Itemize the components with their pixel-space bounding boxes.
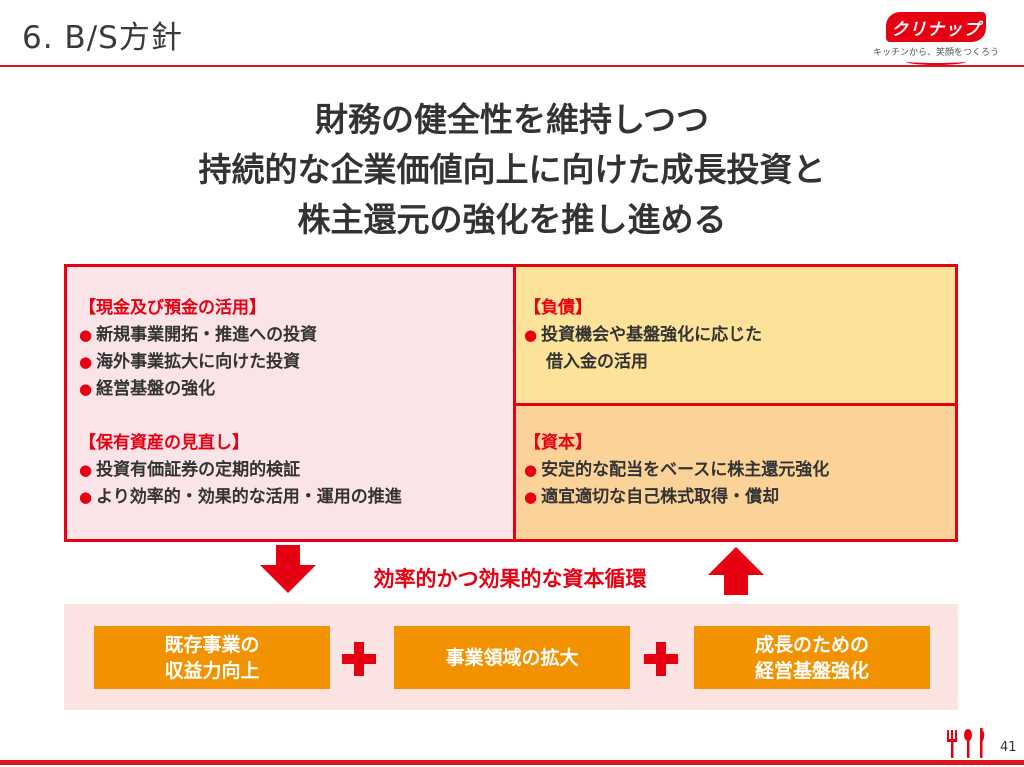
headline-line-2: 持続的な企業価値向上に向けた成長投資と bbox=[198, 150, 826, 189]
logo-badge: クリナップ bbox=[886, 12, 986, 42]
balance-sheet-grid: 【現金及び預金の活用】 ●新規事業開拓・推進への投資 ●海外事業拡大に向けた投資… bbox=[64, 264, 958, 542]
capital-panel: 【資本】 ●安定的な配当をベースに株主還元強化 ●適宜適切な自己株式取得・償却 bbox=[516, 406, 955, 539]
list-item: ●海外事業拡大に向けた投資 bbox=[79, 352, 301, 372]
capital-section: 【資本】 ●安定的な配当をベースに株主還元強化 ●適宜適切な自己株式取得・償却 bbox=[524, 430, 829, 511]
headline: 財務の健全性を維持しつつ 持続的な企業価値向上に向けた成長投資と 株主還元の強化… bbox=[0, 95, 1024, 245]
section-title: 【負債】 bbox=[524, 298, 592, 318]
arrow-down-icon bbox=[260, 545, 316, 593]
red-dot-icon: ● bbox=[524, 488, 538, 506]
capital-cycle-label: 効率的かつ効果的な資本循環 bbox=[373, 567, 647, 591]
red-dot-icon: ● bbox=[79, 488, 93, 506]
list-item: ●投資有価証券の定期的検証 bbox=[79, 460, 301, 480]
arrow-up-icon bbox=[708, 547, 764, 595]
pillar-management-foundation: 成長のための 経営基盤強化 bbox=[694, 626, 930, 689]
footer-divider bbox=[0, 760, 1024, 765]
section-title: 【保有資産の見直し】 bbox=[79, 433, 249, 453]
growth-pillars-band: 既存事業の 収益力向上 事業領域の拡大 成長のための 経営基盤強化 bbox=[64, 604, 958, 710]
company-logo: クリナップ キッチンから、笑顔をつくろう bbox=[866, 12, 1006, 65]
pillar-existing-business: 既存事業の 収益力向上 bbox=[94, 626, 330, 689]
plus-icon bbox=[644, 642, 678, 676]
red-dot-icon: ● bbox=[79, 380, 93, 398]
headline-line-1: 財務の健全性を維持しつつ bbox=[314, 100, 710, 139]
headline-line-3: 株主還元の強化を推し進める bbox=[297, 200, 727, 239]
header-divider bbox=[0, 65, 1024, 67]
cash-deposits-section: 【現金及び預金の活用】 ●新規事業開拓・推進への投資 ●海外事業拡大に向けた投資… bbox=[79, 295, 317, 403]
red-dot-icon: ● bbox=[524, 461, 538, 479]
plus-icon bbox=[342, 642, 376, 676]
list-item: ●投資機会や基盤強化に応じた bbox=[524, 325, 763, 345]
page-number: 41 bbox=[1000, 740, 1017, 755]
liabilities-section: 【負債】 ●投資機会や基盤強化に応じた 借入金の活用 bbox=[524, 295, 762, 376]
list-item: ●より効率的・効果的な活用・運用の推進 bbox=[79, 487, 402, 507]
cutlery-icon bbox=[947, 728, 985, 758]
red-dot-icon: ● bbox=[79, 353, 93, 371]
asset-review-section: 【保有資産の見直し】 ●投資有価証券の定期的検証 ●より効率的・効果的な活用・運… bbox=[79, 430, 402, 511]
red-dot-icon: ● bbox=[79, 461, 93, 479]
page-title: 6. B/S方針 bbox=[22, 20, 183, 56]
list-item: ●新規事業開拓・推進への投資 bbox=[79, 325, 318, 345]
logo-swoosh bbox=[906, 58, 966, 65]
list-item-continuation: 借入金の活用 bbox=[546, 352, 648, 372]
section-title: 【現金及び預金の活用】 bbox=[79, 298, 266, 318]
pillar-business-expansion: 事業領域の拡大 bbox=[394, 626, 630, 689]
list-item: ●適宜適切な自己株式取得・償却 bbox=[524, 487, 780, 507]
red-dot-icon: ● bbox=[524, 326, 538, 344]
logo-tagline: キッチンから、笑顔をつくろう bbox=[872, 48, 999, 58]
section-title: 【資本】 bbox=[524, 433, 592, 453]
red-dot-icon: ● bbox=[79, 326, 93, 344]
liabilities-panel: 【負債】 ●投資機会や基盤強化に応じた 借入金の活用 bbox=[516, 267, 955, 406]
list-item: ●安定的な配当をベースに株主還元強化 bbox=[524, 460, 830, 480]
list-item: ●経営基盤の強化 bbox=[79, 379, 216, 399]
assets-panel: 【現金及び預金の活用】 ●新規事業開拓・推進への投資 ●海外事業拡大に向けた投資… bbox=[67, 267, 516, 539]
